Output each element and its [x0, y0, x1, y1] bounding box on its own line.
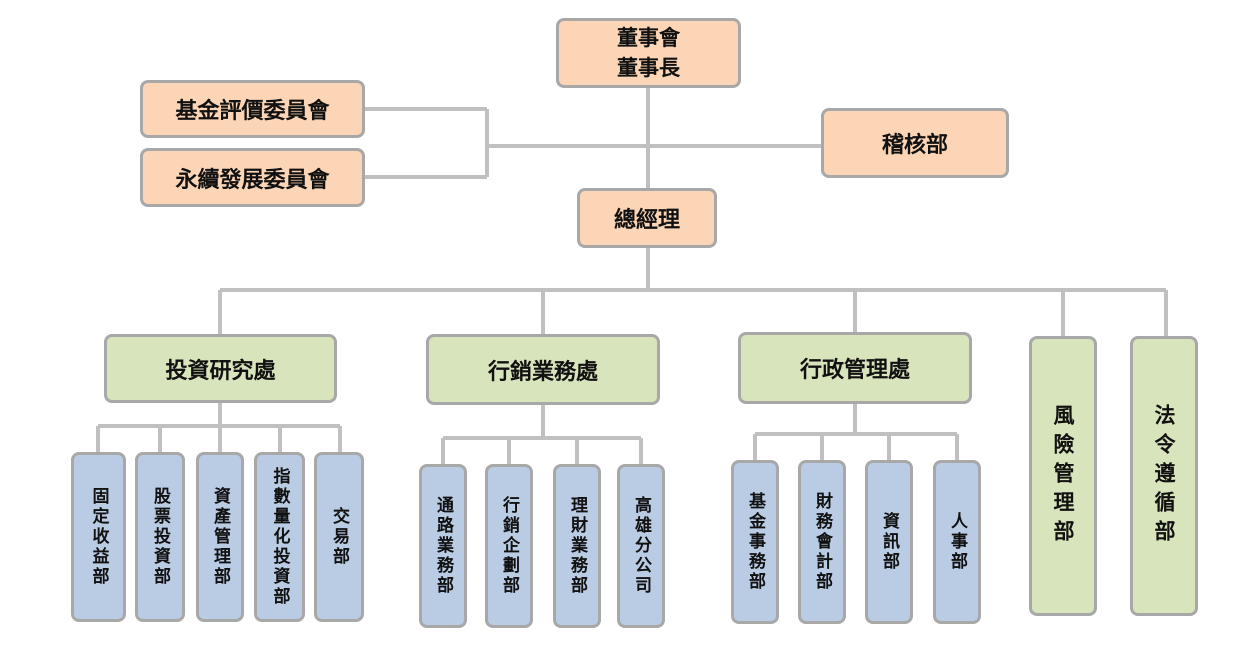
fixed-income-dept-box: 固定收益部 — [71, 452, 126, 622]
general-manager-box: 總經理 — [577, 188, 717, 248]
marketing-planning-dept-box: 行銷企劃部 — [485, 464, 533, 628]
equity-investment-dept-box: 股票投資部 — [135, 452, 185, 622]
board-of-directors-box: 董事會 董事長 — [556, 18, 741, 88]
administration-division-box: 行政管理處 — [738, 332, 972, 404]
risk-management-dept-box: 風險管理部 — [1029, 336, 1097, 616]
finance-accounting-dept-box: 財務會計部 — [798, 460, 846, 624]
asset-management-dept-box: 資產管理部 — [196, 452, 244, 622]
audit-dept-box: 稽核部 — [821, 108, 1009, 178]
compliance-dept-box: 法令遵循部 — [1130, 336, 1198, 616]
fund-affairs-dept-box: 基金事務部 — [731, 460, 779, 624]
investment-research-division-box: 投資研究處 — [104, 334, 337, 403]
hr-dept-box: 人事部 — [933, 460, 981, 624]
channel-sales-dept-box: 通路業務部 — [419, 464, 467, 628]
marketing-sales-division-box: 行銷業務處 — [426, 334, 660, 405]
index-quant-investment-dept-box: 指數量化投資部 — [254, 452, 305, 622]
sustainability-committee-box: 永續發展委員會 — [140, 148, 365, 207]
valuation-committee-box: 基金評價委員會 — [140, 80, 365, 138]
kaohsiung-branch-box: 高雄分公司 — [617, 464, 665, 628]
trading-dept-box: 交易部 — [314, 452, 364, 622]
wealth-management-dept-box: 理財業務部 — [553, 464, 601, 628]
information-dept-box: 資訊部 — [865, 460, 913, 624]
